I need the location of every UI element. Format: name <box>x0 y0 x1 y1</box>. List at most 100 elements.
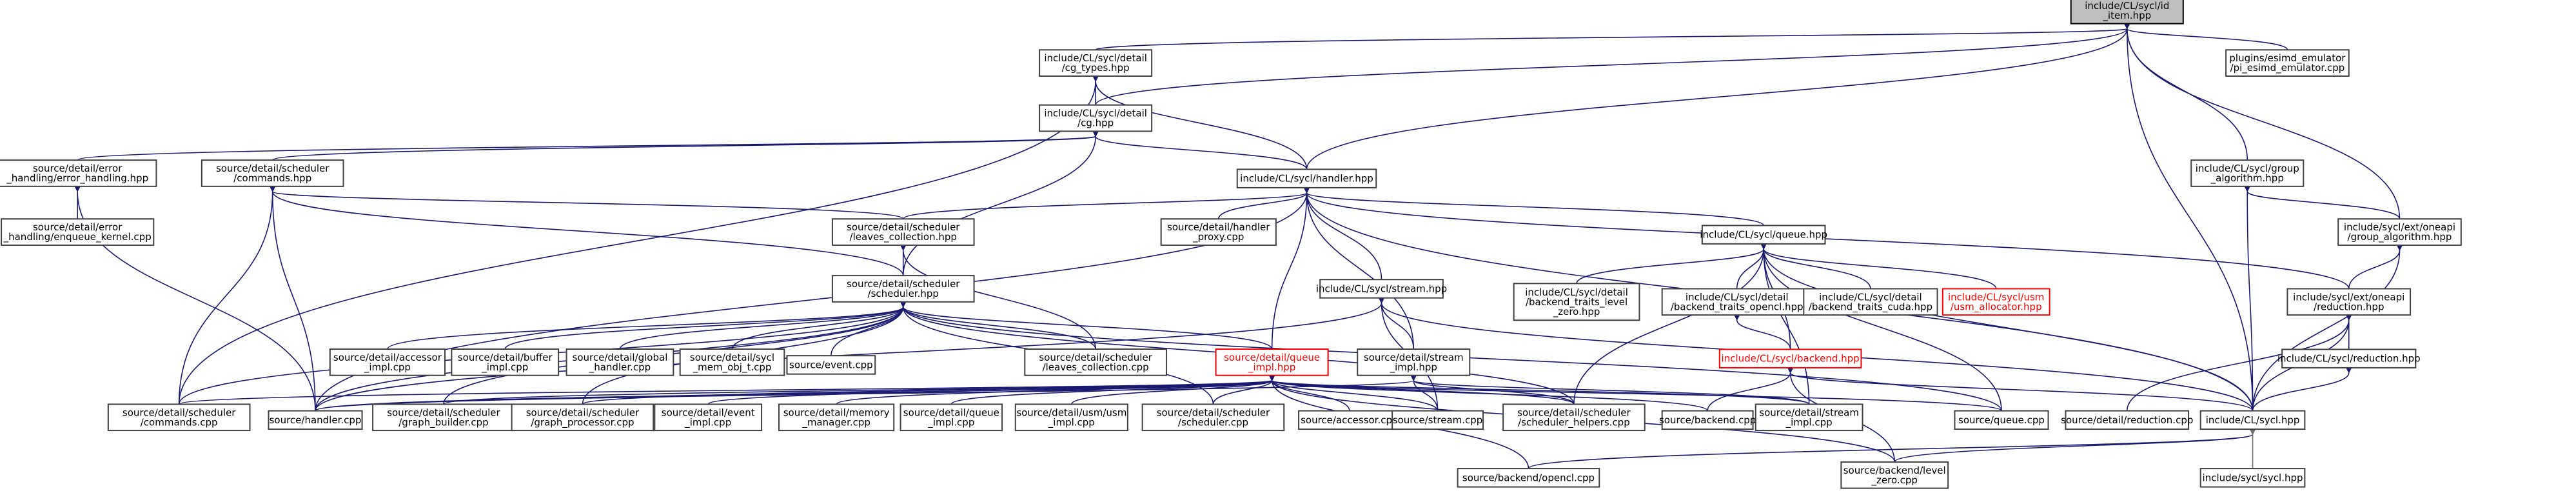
edge-queue_impl_hpp-to-stream_cpp <box>1269 375 1439 411</box>
node-box <box>1024 348 1167 376</box>
node-event-impl[interactable]: source/detail/event_impl.cpp <box>654 403 763 432</box>
node-box <box>831 218 975 246</box>
node-label-line: source/detail/handler <box>1167 221 1270 233</box>
node-label-line: include/CL/sycl/detail <box>1044 52 1147 64</box>
node-backend-hpp[interactable]: include/CL/sycl/backend.hpp <box>1718 348 1862 368</box>
node-cg[interactable]: include/CL/sycl/detail/cg.hpp <box>1039 104 1153 132</box>
node-handler-cpp[interactable]: source/handler.cpp <box>268 410 363 430</box>
node-scheduler-hpp[interactable]: source/detail/scheduler/scheduler.hpp <box>831 275 975 303</box>
node-accessor-impl[interactable]: source/detail/accessor_impl.cpp <box>329 348 446 376</box>
node-sycl-hpp[interactable]: include/CL/sycl.hpp <box>2199 410 2306 430</box>
edge-handler_hpp-to-queue_hpp <box>1303 187 1764 227</box>
edge-leaves_hpp-to-leaves_cpp <box>900 245 1096 350</box>
node-stream-hpp[interactable]: include/CL/sycl/stream.hpp <box>1316 279 1447 299</box>
node-bt-level-zero[interactable]: include/CL/sycl/detail/backend_traits_le… <box>1513 283 1640 321</box>
node-opencl-cpp[interactable]: source/backend/opencl.cpp <box>1457 468 1600 488</box>
node-graph-processor[interactable]: source/detail/scheduler/graph_processor.… <box>511 403 654 432</box>
node-oneapi-group[interactable]: include/sycl/ext/oneapi/group_algorithm.… <box>2337 218 2462 246</box>
edge-queue_impl_hpp-to-usm_impl <box>1071 375 1275 405</box>
edge-handler_hpp-to-handler_cpp <box>315 187 1310 411</box>
edge-reduction_hpp-to-sycl_hpp <box>2252 367 2352 411</box>
edge-queue_impl_hpp-to-stream_impl_cpp <box>1268 375 1810 405</box>
node-label-line: _impl.hpp <box>1390 361 1437 374</box>
node-label-line: source/detail/event <box>662 407 755 418</box>
node-leaves-cpp[interactable]: source/detail/scheduler/leaves_collectio… <box>1024 348 1167 376</box>
node-sched-helpers[interactable]: source/detail/scheduler/scheduler_helper… <box>1502 403 1646 432</box>
edge-queue_hpp-to-queue_cpp <box>1760 243 2002 411</box>
node-usm-alloc[interactable]: include/CL/sycl/usm/usm_allocator.hpp <box>1942 288 2050 316</box>
node-queue-impl-cpp[interactable]: source/detail/queue_impl.cpp <box>900 403 1003 432</box>
node-box <box>1039 104 1153 132</box>
node-handler-proxy[interactable]: source/detail/handler_proxy.cpp <box>1160 218 1277 246</box>
node-label-line: source/detail/stream <box>1364 352 1464 363</box>
edge-commands_hpp-to-leaves_hpp <box>269 186 904 219</box>
edge-queue_hpp-to-bt_level_zero <box>1576 243 1767 284</box>
node-box <box>1502 403 1646 432</box>
node-box <box>786 355 876 375</box>
node-stream-cpp[interactable]: source/stream.cpp <box>1391 410 1484 430</box>
node-oneapi-reduction[interactable]: include/sycl/ext/oneapi/reduction.hpp <box>2286 288 2412 316</box>
node-group-alg[interactable]: include/CL/sycl/group_algorithm.hpp <box>2190 159 2305 187</box>
node-bt-opencl[interactable]: include/CL/sycl/detail/backend_traits_op… <box>1661 288 1813 316</box>
node-label-line: _impl.hpp <box>1248 361 1295 374</box>
node-commands-hpp[interactable]: source/detail/scheduler/commands.hpp <box>201 159 344 187</box>
edge-queue_impl_hpp-to-commands_cpp <box>178 375 1276 405</box>
node-bt-cuda[interactable]: include/CL/sycl/detail/backend_traits_cu… <box>1803 288 1938 316</box>
node-commands-cpp[interactable]: source/detail/scheduler/commands.cpp <box>107 403 251 432</box>
node-label-line: _item.hpp <box>2102 10 2151 22</box>
node-err-cpp[interactable]: source/detail/error_handling/enqueue_ker… <box>1 218 155 246</box>
node-global-handler[interactable]: source/detail/global_handler.cpp <box>565 348 674 376</box>
node-level-zero-cpp[interactable]: source/backend/level_zero.cpp <box>1840 461 1949 489</box>
edge-stream_impl_hpp-to-sched_helpers <box>1410 375 1575 405</box>
node-stream-impl-hpp[interactable]: source/detail/stream_impl.hpp <box>1357 348 1471 376</box>
edge-stream_impl_hpp-to-stream_cpp <box>1410 375 1439 411</box>
node-label-line: /graph_processor.cpp <box>531 416 634 428</box>
node-mem-obj[interactable]: source/detail/sycl_mem_obj_t.cpp <box>679 348 785 376</box>
node-queue-cpp[interactable]: source/queue.cpp <box>1954 410 2049 430</box>
edge-root-to-handler_hpp <box>1306 23 2130 170</box>
node-box <box>900 403 1003 432</box>
node-label-line: _impl.cpp <box>1785 416 1833 428</box>
node-label-line: /backend_traits_level <box>1526 296 1627 308</box>
node-queue-impl-hpp[interactable]: source/detail/queue_impl.hpp <box>1215 348 1329 376</box>
node-usm-impl[interactable]: source/detail/usm/usm_impl.cpp <box>1014 403 1128 432</box>
node-reduction-hpp[interactable]: include/CL/sycl/reduction.hpp <box>2277 348 2421 368</box>
node-label-line: source/backend.cpp <box>1659 414 1756 426</box>
node-sycl-sycl-hpp[interactable]: include/sycl/sycl.hpp <box>2199 468 2306 488</box>
edge-oneapi_group-to-oneapi_reduction <box>2348 245 2403 289</box>
node-label-line: source/detail/scheduler <box>387 407 500 418</box>
node-label-line: _handling/error_handling.hpp <box>6 172 148 185</box>
edge-handler_hpp-to-leaves_hpp <box>902 187 1310 219</box>
node-box <box>1457 468 1600 488</box>
node-box <box>329 348 446 376</box>
node-accessor-cpp[interactable]: source/accessor.cpp <box>1298 410 1401 430</box>
node-leaves-hpp[interactable]: source/detail/scheduler/leaves_collectio… <box>831 218 975 246</box>
node-label-line: source/detail/scheduler <box>847 278 960 290</box>
node-handler-hpp[interactable]: include/CL/sycl/handler.hpp <box>1236 168 1377 188</box>
edge-scheduler_hpp-to-queue_impl_hpp <box>900 301 1273 350</box>
node-box <box>2337 218 2462 246</box>
node-esimd[interactable]: plugins/esimd_emulator/pi_esimd_emulator… <box>2225 49 2350 77</box>
node-graph-builder[interactable]: source/detail/scheduler/graph_builder.cp… <box>372 403 515 432</box>
node-queue-hpp[interactable]: include/CL/sycl/queue.hpp <box>1700 225 1827 245</box>
node-box <box>1661 410 1754 430</box>
node-err-hpp[interactable]: source/detail/error_handling/error_handl… <box>0 159 157 187</box>
node-root[interactable]: include/CL/sycl/id_item.hpp <box>2070 0 2184 25</box>
node-backend-cpp[interactable]: source/backend.cpp <box>1659 410 1756 430</box>
node-event-cpp[interactable]: source/event.cpp <box>786 355 876 375</box>
edge-queue_hpp-to-stream_impl_cpp <box>1760 243 1810 405</box>
edge-cg_types-to-commands_cpp <box>178 76 1099 405</box>
node-cg-types[interactable]: include/CL/sycl/detail/cg_types.hpp <box>1039 49 1153 77</box>
node-label-line: source/detail/usm/usm <box>1016 407 1126 418</box>
node-reduction-cpp[interactable]: source/detail/reduction.cpp <box>2061 410 2193 430</box>
node-buffer-impl[interactable]: source/detail/buffer_impl.cpp <box>451 348 560 376</box>
node-scheduler-cpp[interactable]: source/detail/scheduler/scheduler.cpp <box>1141 403 1285 432</box>
node-label-line: source/stream.cpp <box>1393 414 1483 426</box>
node-label-line: include/CL/sycl/detail <box>1819 291 1922 303</box>
node-memory-manager[interactable]: source/detail/memory_manager.cpp <box>778 403 895 432</box>
node-label-line: include/CL/sycl/usm <box>1948 291 2044 303</box>
edge-cg_types-to-handler_hpp <box>1092 76 1308 170</box>
node-box <box>2199 410 2306 430</box>
node-stream-impl-cpp[interactable]: source/detail/stream_impl.cpp <box>1755 403 1863 432</box>
